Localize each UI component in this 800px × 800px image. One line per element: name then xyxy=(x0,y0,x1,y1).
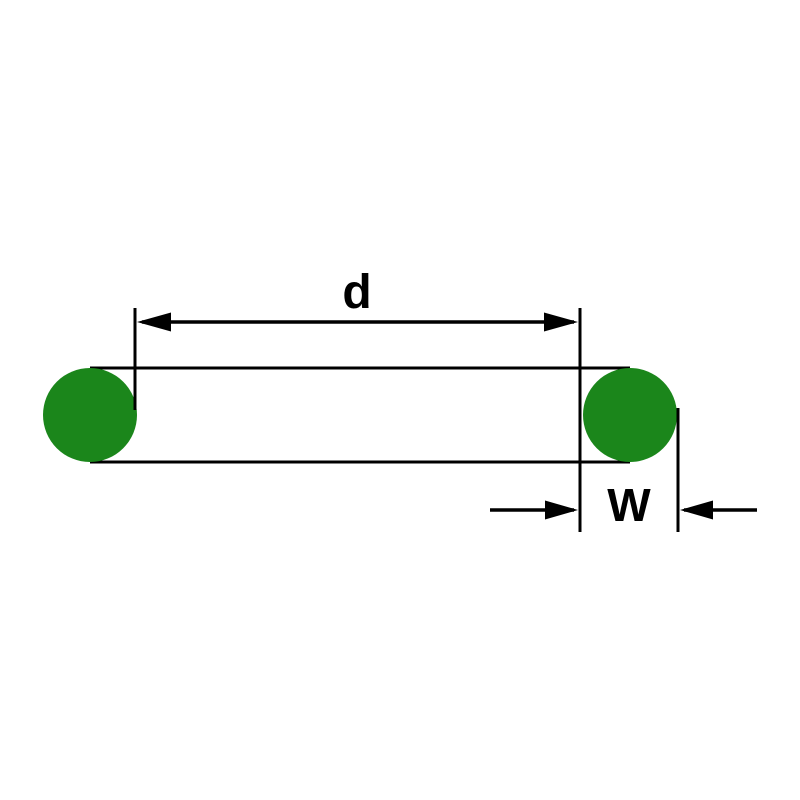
width-arrowhead-left-icon xyxy=(545,500,578,520)
diameter-arrowhead-right-icon xyxy=(544,312,578,332)
width-label: W xyxy=(607,479,651,531)
diameter-dimension: d xyxy=(137,266,578,332)
o-ring-cross-section-right xyxy=(583,368,677,462)
diameter-arrowhead-left-icon xyxy=(137,312,171,332)
o-ring-cross-section-left xyxy=(43,368,137,462)
width-arrowhead-right-icon xyxy=(680,500,713,520)
diameter-label: d xyxy=(342,266,371,319)
width-dimension: W xyxy=(490,479,757,531)
